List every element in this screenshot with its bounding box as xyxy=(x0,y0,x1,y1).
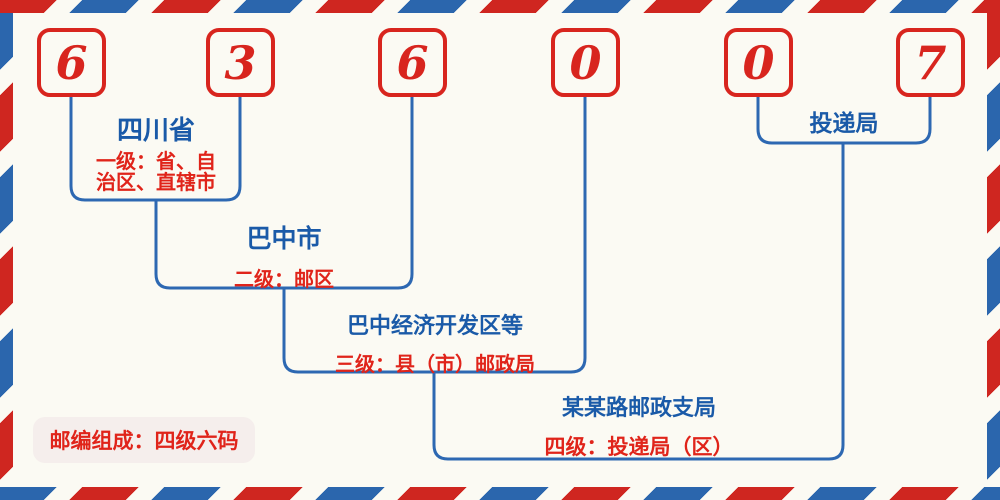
airmail-stripe-top xyxy=(0,0,1000,13)
level3-region-name: 巴中经济开发区等 xyxy=(346,313,523,338)
airmail-stripe-right xyxy=(987,13,1000,487)
composition-note-text: 邮编组成：四级六码 xyxy=(49,430,239,453)
level3-description: 三级：县（市）邮政局 xyxy=(335,354,535,376)
level5-region-name: 投递局 xyxy=(809,110,879,136)
level1-description-line1: 一级：省、自 xyxy=(96,151,216,173)
digit-box-6: 7 xyxy=(896,28,965,97)
label-level4: 某某路邮政支局 四级：投递局（区） xyxy=(545,390,734,461)
level2-region-name: 巴中市 xyxy=(246,225,322,253)
digit-box-2: 3 xyxy=(206,28,275,97)
label-level1: 四川省 一级：省、自 治区、直辖市 xyxy=(96,110,216,194)
label-level2: 巴中市 二级：邮区 xyxy=(234,219,334,292)
level4-description: 四级：投递局（区） xyxy=(544,436,734,459)
label-level5: 投递局 xyxy=(810,104,879,138)
label-level3: 巴中经济开发区等 三级：县（市）邮政局 xyxy=(335,308,535,377)
level1-description-line2: 治区、直辖市 xyxy=(96,172,216,194)
composition-note-badge: 邮编组成：四级六码 xyxy=(33,417,255,463)
bracket-level5 xyxy=(756,97,932,145)
level1-region-name: 四川省 xyxy=(116,115,195,145)
digit-box-4: 0 xyxy=(551,28,620,97)
level2-description: 二级：邮区 xyxy=(234,269,334,291)
airmail-stripe-left xyxy=(0,13,13,487)
airmail-stripe-bottom xyxy=(0,487,1000,500)
digit-box-1: 6 xyxy=(37,28,106,97)
level1-description: 一级：省、自 治区、直辖市 xyxy=(96,152,216,194)
bracket-level4 xyxy=(432,143,845,461)
digit-box-3: 6 xyxy=(378,28,447,97)
level4-region-name: 某某路邮政支局 xyxy=(561,395,716,420)
digit-box-5: 0 xyxy=(724,28,793,97)
